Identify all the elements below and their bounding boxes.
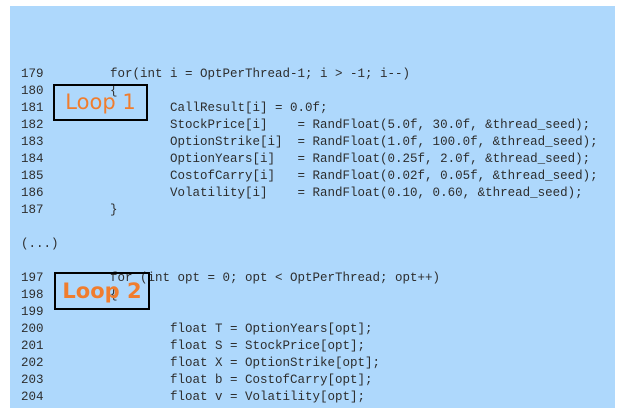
line-code: float S = StockPrice[opt];	[50, 339, 366, 353]
code-line: 201 float S = StockPrice[opt];	[10, 338, 615, 355]
code-gap	[10, 253, 615, 270]
line-code: OptionYears[i] = RandFloat(0.25f, 2.0f, …	[50, 152, 591, 166]
line-number: 186	[21, 186, 44, 200]
line-code: float v = Volatility[opt];	[50, 390, 366, 404]
code-line: 179 for(int i = OptPerThread-1; i > -1; …	[10, 66, 615, 83]
code-line: 203 float b = CostofCarry[opt];	[10, 372, 615, 389]
loop-2-label: Loop 2	[62, 278, 142, 303]
code-line: 198 {	[10, 287, 615, 304]
line-number: 180	[21, 84, 44, 98]
line-code: float T = OptionYears[opt];	[50, 322, 373, 336]
line-code: {	[50, 84, 118, 98]
code-line: 184 OptionYears[i] = RandFloat(0.25f, 2.…	[10, 151, 615, 168]
code-line: 205	[10, 406, 615, 408]
code-line: 204 float v = Volatility[opt];	[10, 389, 615, 406]
line-code: Volatility[i] = RandFloat(0.10, 0.60, &t…	[50, 186, 583, 200]
line-number: 199	[21, 305, 44, 319]
code-line: 181 CallResult[i] = 0.0f;	[10, 100, 615, 117]
line-number: 184	[21, 152, 44, 166]
line-code: float b = CostofCarry[opt];	[50, 373, 373, 387]
line-number: 179	[21, 67, 44, 81]
line-code: OptionStrike[i] = RandFloat(1.0f, 100.0f…	[50, 135, 598, 149]
line-number: 182	[21, 118, 44, 132]
line-code: CallResult[i] = 0.0f;	[50, 101, 328, 115]
code-line: 200 float T = OptionYears[opt];	[10, 321, 615, 338]
line-number: 197	[21, 271, 44, 285]
code-line: 202 float X = OptionStrike[opt];	[10, 355, 615, 372]
code-listing: 179 for(int i = OptPerThread-1; i > -1; …	[10, 6, 615, 408]
line-code: float X = OptionStrike[opt];	[50, 356, 381, 370]
line-number: 198	[21, 288, 44, 302]
code-line: 182 StockPrice[i] = RandFloat(5.0f, 30.0…	[10, 117, 615, 134]
code-line: 197 for (int opt = 0; opt < OptPerThread…	[10, 270, 615, 287]
line-code: {	[50, 288, 118, 302]
line-number: 181	[21, 101, 44, 115]
code-gap	[10, 219, 615, 236]
line-number: 205	[10, 406, 50, 408]
loop-2-annotation-box: Loop 2	[54, 272, 150, 310]
line-number: 201	[21, 339, 44, 353]
line-number: 200	[21, 322, 44, 336]
line-number: 204	[21, 390, 44, 404]
code-line: 187 }	[10, 202, 615, 219]
code-line: 186 Volatility[i] = RandFloat(0.10, 0.60…	[10, 185, 615, 202]
line-number: 202	[21, 356, 44, 370]
code-elision-marker: (...)	[21, 237, 59, 251]
loop-1-annotation-box: Loop 1	[53, 84, 148, 121]
code-line: 183 OptionStrike[i] = RandFloat(1.0f, 10…	[10, 134, 615, 151]
code-line: 180 {	[10, 83, 615, 100]
code-panel: 179 for(int i = OptPerThread-1; i > -1; …	[10, 6, 615, 408]
line-code: for(int i = OptPerThread-1; i > -1; i--)	[50, 67, 411, 81]
line-code: for (int opt = 0; opt < OptPerThread; op…	[50, 271, 441, 285]
line-number: 203	[21, 373, 44, 387]
line-code: }	[50, 203, 118, 217]
line-number: 185	[21, 169, 44, 183]
line-code: CostofCarry[i] = RandFloat(0.02f, 0.05f,…	[50, 169, 598, 183]
line-number: 183	[21, 135, 44, 149]
code-line: 185 CostofCarry[i] = RandFloat(0.02f, 0.…	[10, 168, 615, 185]
line-code: StockPrice[i] = RandFloat(5.0f, 30.0f, &…	[50, 118, 591, 132]
loop-1-label: Loop 1	[65, 90, 136, 114]
code-line: 199	[10, 304, 615, 321]
line-number: 187	[21, 203, 44, 217]
